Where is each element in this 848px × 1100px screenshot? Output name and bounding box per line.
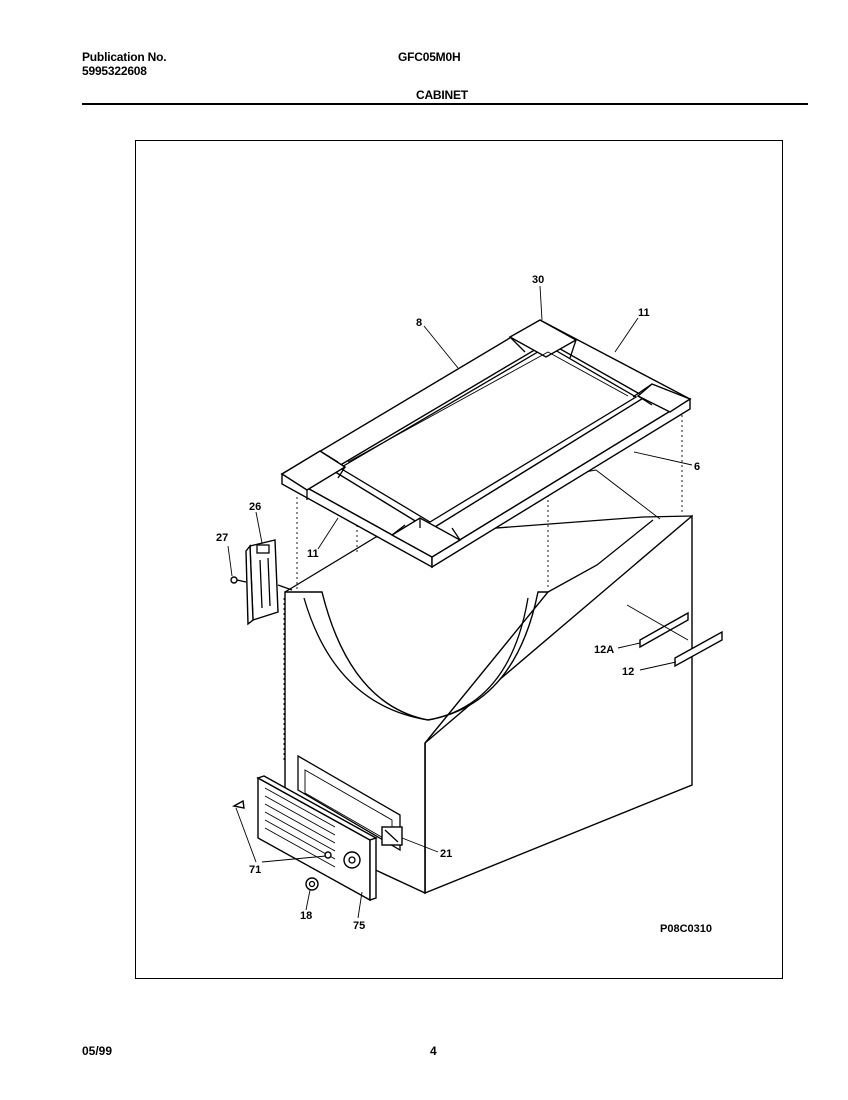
diagram-frame [135,140,783,979]
callout-11-top: 11 [638,307,650,319]
leader-lines [227,285,693,919]
callout-12: 12 [622,666,634,678]
callout-30: 30 [532,274,544,286]
callout-18: 18 [300,910,312,922]
breaker-strip-frame [280,319,692,569]
callout-27: 27 [216,532,228,544]
callout-8: 8 [416,317,422,329]
callout-21: 21 [440,848,452,860]
hinge-assembly [230,539,293,626]
page-number: 4 [430,1044,437,1058]
publication-number: 5995322608 [82,64,147,78]
callout-71: 71 [249,864,261,876]
publication-label: Publication No. [82,50,167,64]
model-number: GFC05M0H [398,50,461,64]
callout-11-left: 11 [307,548,319,560]
section-title: CABINET [416,88,468,102]
cabinet-body [284,469,693,895]
drawing-id: P08C0310 [660,923,712,935]
label-plates [626,604,723,668]
callout-12a: 12A [594,644,614,656]
grille-assembly [231,754,403,902]
callout-26: 26 [249,501,261,513]
callout-75: 75 [353,920,365,932]
header-rule [82,103,808,105]
footer-date: 05/99 [82,1044,113,1058]
callout-6: 6 [694,461,700,473]
